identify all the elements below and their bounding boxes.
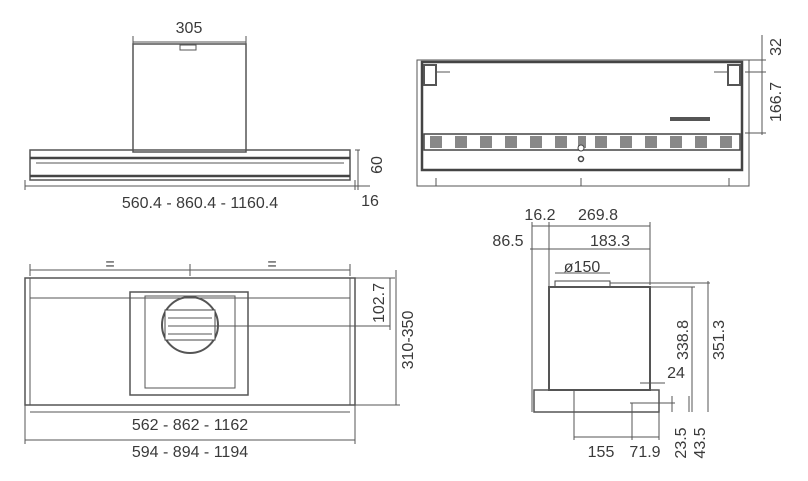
- height-60-label: 60: [369, 156, 386, 174]
- dim-155-label: 155: [588, 444, 615, 461]
- inner-width-range-label: 562 - 862 - 1162: [132, 417, 248, 434]
- side-view: 16.2 269.8 86.5 183.3 ø150 338.8 351.3 2…: [492, 207, 728, 461]
- rear-view: 32 166.7: [416, 35, 785, 187]
- dim-166-7-label: 166.7: [768, 82, 785, 122]
- vent-slots: [430, 136, 732, 148]
- chimney-width-label: 305: [176, 20, 203, 37]
- outer-width-range-label: 594 - 894 - 1194: [132, 444, 248, 461]
- dim-71-9-label: 71.9: [629, 444, 660, 461]
- dim-338-8-label: 338.8: [675, 320, 692, 360]
- dim-183-3-label: 183.3: [590, 233, 630, 250]
- duct-diameter-label: ø150: [564, 259, 601, 276]
- dim-86-5-label: 86.5: [492, 233, 523, 250]
- dim-102-7-label: 102.7: [371, 283, 388, 323]
- dim-43-5-label: 43.5: [692, 427, 709, 458]
- dim-32-label: 32: [768, 38, 785, 56]
- offset-16-label: 16: [361, 193, 379, 210]
- equal-left-label: =: [105, 256, 114, 273]
- dim-351-3-label: 351.3: [711, 320, 728, 360]
- front-view: 305 60 16 560.4 - 860.4 - 1160.4: [24, 20, 386, 212]
- equal-right-label: =: [267, 256, 276, 273]
- dim-16-2-label: 16.2: [524, 207, 555, 224]
- plan-view: = = 102.7 310-350 562 - 862 - 1162 594 -…: [24, 256, 417, 461]
- depth-range-label: 310-350: [400, 311, 417, 370]
- width-range-label: 560.4 - 860.4 - 1160.4: [122, 195, 278, 212]
- dim-269-8-label: 269.8: [578, 207, 618, 224]
- dim-23-5-label: 23.5: [673, 427, 690, 458]
- dim-24-label: 24: [667, 365, 685, 382]
